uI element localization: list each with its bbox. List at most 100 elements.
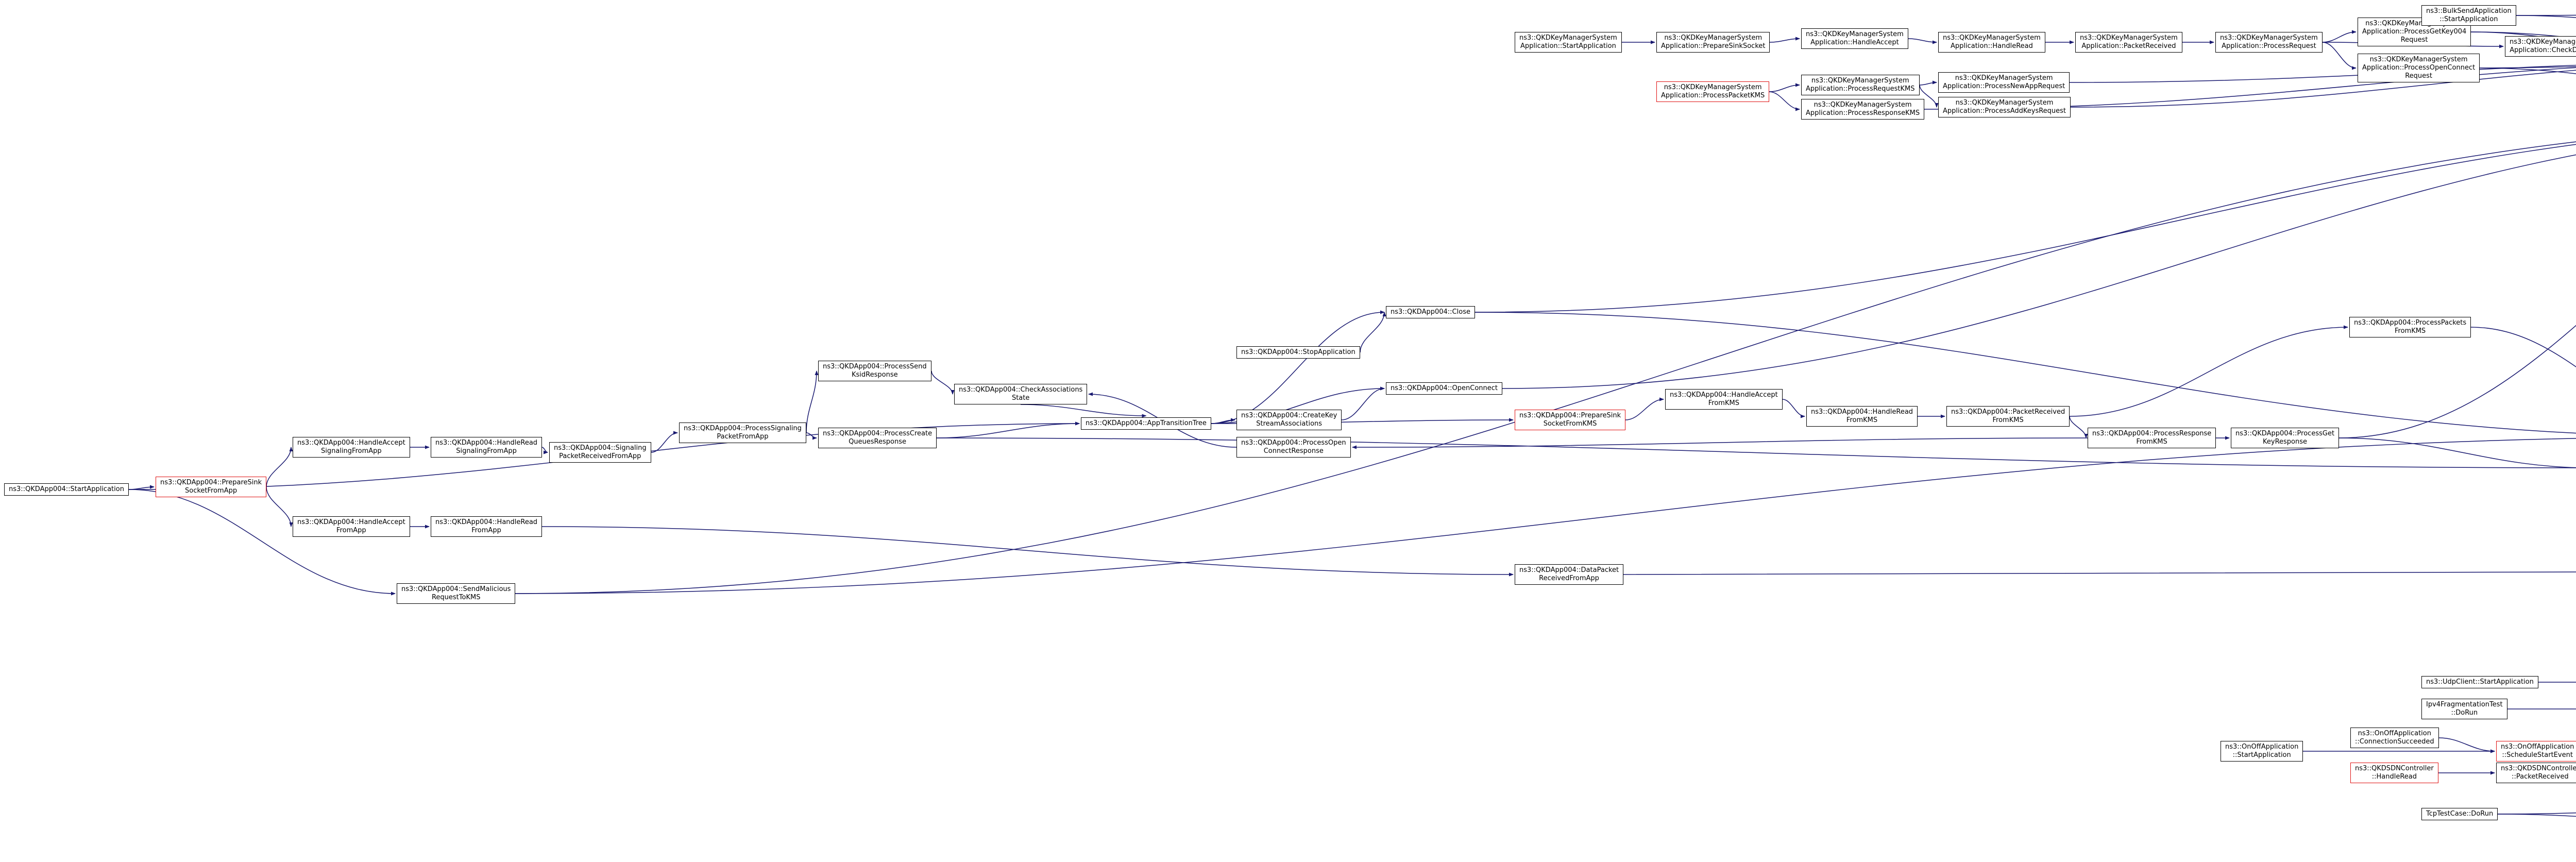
graph-node-app-startapplication[interactable]: ns3::QKDApp004::StartApplication	[4, 483, 129, 496]
graph-node-label: Request	[2405, 72, 2432, 80]
graph-node-label: ns3::QKDKeyManagerSystem	[1811, 77, 1909, 84]
graph-edge-tcp-dorun-to-tcp-setupdefaultsim6	[2497, 814, 2576, 817]
graph-edge-app-apptransitiontree-to-app-createkeystreamassociations	[1211, 418, 1235, 424]
graph-node-label: ::ConnectionSucceeded	[2355, 738, 2434, 746]
graph-node-label: ns3::QKDApp004::CheckAssociations	[959, 386, 1083, 394]
graph-edge-tcp-dorun-to-tcp-setupdefaultsim	[2497, 812, 2576, 815]
graph-node-bulk-startapplication[interactable]: ns3::BulkSendApplication::StartApplicati…	[2421, 5, 2516, 26]
graph-edge-app-sendmaliciousrequesttokms-to-socket-send	[515, 141, 2576, 594]
graph-node-label: ns3::QKDKeyManagerSystem	[1806, 30, 1904, 38]
graph-node-label: StreamAssociations	[1256, 420, 1323, 428]
graph-node-app-apptransitiontree[interactable]: ns3::QKDApp004::AppTransitionTree	[1081, 417, 1211, 430]
graph-node-label: ns3::QKDApp004::HandleRead	[435, 439, 538, 447]
graph-edge-kms-processopenconnectrequest-to-socket-send	[2479, 67, 2576, 74]
graph-node-label: ns3::QKDSDNController	[2355, 765, 2434, 772]
graph-node-label: ns3::QKDApp004::Signaling	[554, 444, 647, 452]
graph-node-label: Application::ProcessAddKeysRequest	[1943, 107, 2066, 115]
graph-node-label: ConnectResponse	[1263, 447, 1324, 455]
graph-node-label: ::PacketReceived	[2512, 773, 2569, 781]
graph-node-label: KeyResponse	[2263, 438, 2308, 446]
graph-node-label: ns3::QKDApp004::HandleRead	[1811, 408, 1913, 416]
graph-node-sdn-handleread[interactable]: ns3::QKDSDNController::HandleRead	[2350, 763, 2438, 783]
graph-node-app-close[interactable]: ns3::QKDApp004::Close	[1386, 306, 1475, 318]
graph-node-label: Request	[2400, 36, 2428, 44]
graph-node-sdn-packetreceived[interactable]: ns3::QKDSDNController::PacketReceived	[2496, 763, 2576, 783]
graph-node-label: Application::HandleAccept	[1810, 39, 1899, 46]
graph-node-label: QueuesResponse	[849, 438, 906, 446]
graph-node-udp-startapplication[interactable]: ns3::UdpClient::StartApplication	[2421, 676, 2538, 688]
graph-edge-app-datapacketreceivedfromapp-to-app-processdatapacketfromapp	[1623, 571, 2576, 575]
graph-node-label: ns3::QKDApp004::ProcessPackets	[2354, 319, 2467, 327]
graph-node-kms-checkdosattack[interactable]: ns3::QKDKeyManagerSystemApplication::Che…	[2505, 36, 2576, 57]
graph-node-label: ns3::UdpClient::StartApplication	[2426, 678, 2534, 686]
graph-edge-app-checkassociationsstate-to-app-apptransitiontree	[1020, 404, 1147, 418]
graph-edge-kms-processrequest-to-kms-processopenconnectrequest	[2322, 42, 2357, 70]
graph-node-label: State	[1011, 394, 1030, 402]
graph-node-label: SocketFromKMS	[1543, 420, 1597, 428]
graph-edge-app-processcreatequeuesresponse-to-app-apptransitiontree	[936, 421, 1080, 438]
graph-node-label: ns3::QKDKeyManagerSystem	[1519, 34, 1617, 42]
graph-node-app-openconnect[interactable]: ns3::QKDApp004::OpenConnect	[1386, 382, 1503, 395]
graph-node-tcp-dorun[interactable]: TcpTestCase::DoRun	[2421, 808, 2498, 820]
graph-edge-app-handleacceptfromkms-to-app-handlereadfromkms	[1782, 399, 1805, 418]
graph-node-label: Application::ProcessResponseKMS	[1806, 109, 1920, 117]
graph-node-onoff-connectionsucceeded[interactable]: ns3::OnOffApplication::ConnectionSucceed…	[2350, 728, 2439, 748]
graph-edge-app-signalingpacketreceivedfromapp-to-app-processsignalingpacketfromapp	[651, 431, 678, 453]
graph-edge-app-processgetkeyresponse-to-app-checkqueues	[2338, 437, 2576, 468]
graph-node-onoff-schedulestartevent[interactable]: ns3::OnOffApplication::ScheduleStartEven…	[2496, 741, 2576, 762]
graph-node-label: Application::ProcessNewAppRequest	[1943, 82, 2065, 90]
graph-node-label: Application::PacketReceived	[2081, 42, 2176, 50]
graph-edge-kms-processpacketkms-to-kms-processresponsekms	[1769, 91, 1800, 111]
graph-edge-bulk-startapplication-to-bulk-connectionsucceeded	[2516, 15, 2576, 18]
graph-edge-app-preparesinksocketfromapp-to-app-handleacceptsignalingfromapp	[266, 447, 293, 487]
graph-node-label: ns3::QKDKeyManagerSystem	[2369, 56, 2468, 63]
graph-node-onoff-startapplication[interactable]: ns3::OnOffApplication::StartApplication	[2221, 741, 2303, 762]
graph-node-label: ns3::QKDApp004::HandleRead	[435, 518, 538, 526]
graph-edge-kms-processpacketkms-to-kms-processrequestkms	[1769, 83, 1800, 92]
graph-edge-app-processpacketsfromkms-to-app-getkeysfromkms	[2470, 327, 2576, 367]
graph-node-label: ns3::QKDApp004::DataPacket	[1519, 566, 1619, 574]
graph-node-frag-dorun[interactable]: Ipv4FragmentationTest::DoRun	[2421, 699, 2507, 719]
graph-node-label: ns3::QKDKeyManagerSystem	[1943, 34, 2041, 42]
graph-node-label: FromKMS	[2394, 327, 2426, 335]
graph-edge-app-startapplication-to-app-sendmaliciousrequesttokms	[128, 489, 396, 596]
graph-node-label: ns3::QKDApp004::PrepareSink	[1519, 412, 1621, 419]
graph-edge-app-packetreceivedfromkms-to-app-processpacketsfromkms	[2069, 325, 2348, 417]
graph-node-app-stopapplication[interactable]: ns3::QKDApp004::StopApplication	[1236, 346, 1360, 359]
graph-node-label: ns3::QKDApp004::AppTransitionTree	[1086, 419, 1207, 427]
graph-edge-app-processsendksidresponse-to-app-checkassociationsstate	[931, 370, 955, 395]
